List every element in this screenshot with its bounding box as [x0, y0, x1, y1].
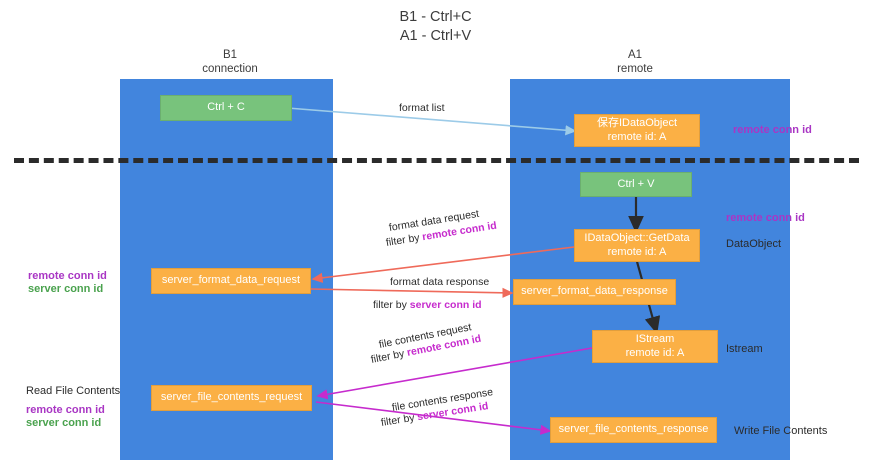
lane-title-b1-line1: B1 — [222, 49, 238, 61]
annotation-remote-conn-id-top: remote conn id — [733, 124, 812, 136]
box-ctrl-v-label: Ctrl + V — [617, 177, 655, 190]
edge-label-format-data-response: format data response — [390, 276, 490, 288]
annotation-istream: Istream — [726, 343, 763, 355]
box-istream[interactable]: IStream remote id: A — [592, 330, 718, 363]
box-ctrl-c[interactable]: Ctrl + C — [160, 95, 292, 121]
box-save-idataobject[interactable]: 保存IDataObject remote id: A — [574, 114, 700, 147]
filter-prefix-4: filter by — [380, 411, 419, 429]
box-server-file-contents-request[interactable]: server_file_contents_request — [151, 385, 312, 411]
lane-title-a1-line1: A1 — [627, 49, 643, 61]
lane-title-a1-line2: remote — [617, 63, 653, 75]
edge-label-format-data-response-filter: filter by server conn id — [373, 298, 482, 312]
edge-format-data-response — [310, 287, 514, 298]
page-title-line1: B1 - Ctrl+C — [399, 9, 472, 25]
annotation-read-file-contents: Read File Contents — [26, 385, 121, 397]
annotation-remote-conn-id-mid: remote conn id — [726, 212, 805, 224]
box-idataobject-getdata[interactable]: IDataObject::GetData remote id: A — [574, 229, 700, 262]
lane-title-a1: A1 remote — [545, 48, 725, 76]
lane-title-b1: B1 connection — [140, 48, 320, 76]
box-server-file-contents-response-label: server_file_contents_response — [558, 423, 709, 436]
box-server-file-contents-request-label: server_file_contents_request — [160, 391, 303, 404]
lane-title-b1-line2: connection — [202, 63, 258, 75]
box-idataobject-getdata-sub: remote id: A — [607, 245, 667, 258]
box-save-idataobject-sub: remote id: A — [607, 130, 667, 143]
box-istream-sub: remote id: A — [625, 346, 685, 359]
box-server-file-contents-response[interactable]: server_file_contents_response — [550, 417, 717, 443]
box-save-idataobject-label: 保存IDataObject — [596, 117, 678, 129]
annotation-left-server-conn-id-2: server conn id — [26, 417, 102, 429]
annotation-left-remote-conn-id-2: remote conn id — [26, 404, 105, 416]
phase-divider — [14, 158, 859, 163]
annotation-left-server-conn-id-1: server conn id — [28, 283, 104, 295]
annotation-left-remote-conn-id-1: remote conn id — [28, 270, 107, 282]
box-ctrl-c-label: Ctrl + C — [207, 101, 245, 114]
page-title-line2: A1 - Ctrl+V — [399, 28, 472, 44]
page-title: B1 - Ctrl+C A1 - Ctrl+V — [0, 8, 871, 46]
filter-value-2: server conn id — [409, 299, 482, 311]
box-server-format-data-response-label: server_format_data_response — [521, 285, 668, 298]
annotation-write-file-contents: Write File Contents — [734, 425, 828, 437]
annotation-dataobject: DataObject — [726, 238, 782, 250]
box-server-format-data-request[interactable]: server_format_data_request — [151, 268, 311, 294]
box-idataobject-getdata-label: IDataObject::GetData — [584, 232, 690, 244]
edge-label-format-list: format list — [399, 102, 445, 114]
box-ctrl-v[interactable]: Ctrl + V — [580, 172, 692, 197]
filter-prefix-3: filter by — [369, 347, 409, 366]
box-istream-label: IStream — [635, 333, 675, 345]
box-server-format-data-request-label: server_format_data_request — [161, 274, 301, 287]
box-server-format-data-response[interactable]: server_format_data_response — [513, 279, 676, 305]
filter-prefix-2: filter by — [373, 299, 410, 311]
